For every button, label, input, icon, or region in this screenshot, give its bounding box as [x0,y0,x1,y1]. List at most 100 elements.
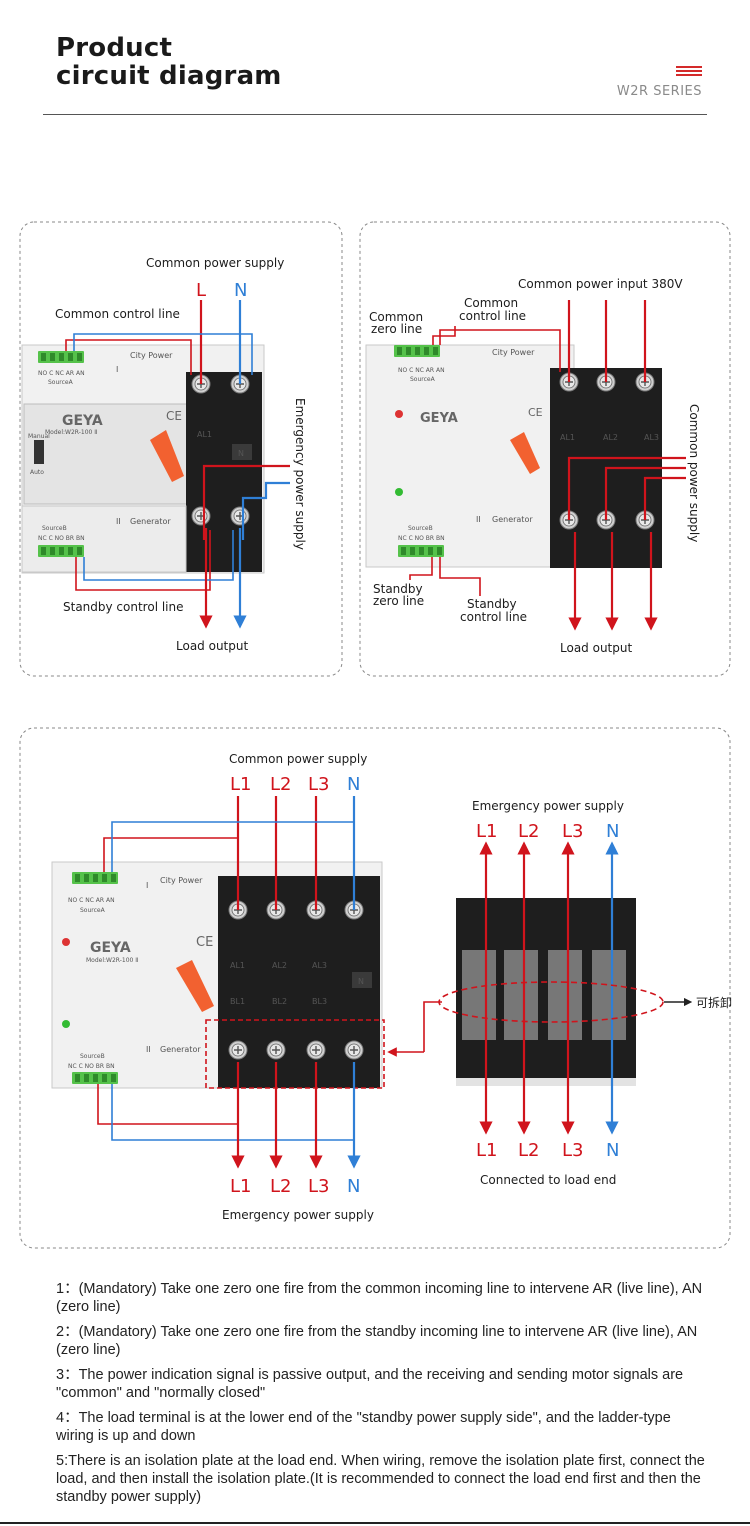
p2-emerg-1 [567,456,686,520]
p3-r-top-L2: L2 [518,821,539,842]
p1-source-b: SourceB [42,525,67,532]
p3-isolation-plate-outline [205,1019,385,1089]
p2-handle [510,432,540,474]
p3-top-L2: L2 [270,774,291,795]
p3-bot-L1: L1 [230,1176,251,1197]
p3-removable-label: 可拆卸 [696,995,732,1010]
p1-load-output-label: Load output [176,639,248,653]
p2-ce: CE [528,406,543,419]
p3-r-bot-L3: L3 [562,1140,583,1161]
p3-bl1: BL1 [230,997,245,1006]
panel-three-phase: Common power input 380V Common control l… [359,221,731,677]
p1-common-control-label: Common control line [55,307,180,321]
p1-roman-2: II [116,517,121,526]
p1-black-block [186,372,262,572]
p1-terminals-b: NC C NO BR BN [38,535,85,542]
bottom-divider [0,1522,750,1524]
p1-handle [150,430,184,482]
p3-bl3: BL3 [312,997,327,1006]
p3-r-bot-N: N [606,1140,619,1161]
p2-source-a: SourceA [410,376,436,383]
p2-al1: AL1 [560,433,575,442]
p2-terminals-b: NC C NO BR BN [398,535,445,542]
p3-led-b [62,1020,70,1028]
p2-standby-zero-1: Standby [373,582,423,596]
p3-al1: AL1 [230,961,245,970]
p1-auto: Auto [30,469,44,476]
title-line-2: circuit diagram [56,61,282,91]
p1-control-b-blue [83,530,234,581]
p2-device-body [365,344,575,568]
p1-emergency-label: Emergency power supply [293,398,307,550]
p1-terminal-b [38,545,84,557]
note-5: 5:There is an isolation plate at the loa… [56,1453,705,1505]
p3-ce: CE [196,935,213,950]
note-4: 4：The load terminal is at the lower end … [56,1410,671,1444]
p3-r-top-L1: L1 [476,821,497,842]
p3-emergency-top-label: Emergency power supply [472,799,624,813]
p3-r-bot-L2: L2 [518,1140,539,1161]
p3-bot-L3: L3 [308,1176,329,1197]
panel-single-phase: Common power supply L N Common control l… [19,221,343,677]
p2-standby-control-wire [439,557,481,596]
p2-emerg-3 [643,476,686,520]
p3-terminal-block-side [456,898,636,1086]
panel-3-border [19,727,731,1249]
p1-terminals-a: NO C NC AR AN [38,370,85,377]
note-2: 2：(Mandatory) Take one zero one fire fro… [56,1324,698,1358]
p3-screw-b1 [228,1040,248,1060]
p1-faceplate [23,403,189,505]
p3-top-L3: L3 [308,774,329,795]
p3-roman-2: II [146,1045,151,1054]
p1-device: NO C NC AR AN SourceA City Power I GEYA … [21,344,265,574]
p1-roman-1: I [116,365,118,374]
p2-common-control-wire [439,329,561,372]
p2-terminals-a: NO C NC AR AN [398,367,445,374]
p2-device: NO C NC AR AN SourceA City Power GEYA CE… [365,344,662,568]
p3-side-clamp-2 [504,950,538,1040]
p3-terminal-a [72,872,118,884]
p1-ce: CE [166,409,182,423]
p1-N-label: N [234,280,247,301]
p2-common-input-label: Common power input 380V [518,277,683,291]
p3-control-b-blue [111,1084,354,1141]
p3-side-clamp-3 [548,950,582,1040]
title-line-1: Product [56,33,173,63]
p3-terminals-b: NC C NO BR BN [68,1063,115,1070]
p2-al2: AL2 [603,433,618,442]
p2-common-zero-2: zero line [371,322,422,336]
p1-terminal-a [38,351,84,363]
p1-L-label: L [196,280,206,301]
p3-r-top-N: N [606,821,619,842]
p1-control-a-blue [73,333,253,375]
p2-load-output-label: Load output [560,641,632,655]
p3-roman-1: I [146,881,148,890]
p1-brand: GEYA [62,413,103,429]
p1-n-mark: N [238,449,244,458]
p3-common-supply-label: Common power supply [229,752,367,766]
header-divider [43,114,707,115]
p3-model: Model:W2R-100 Ⅱ [86,957,138,964]
p2-generator: Generator [492,515,533,524]
p2-source-b: SourceB [408,525,433,532]
p2-common-control-1: Common [464,296,518,310]
p3-handle [176,960,214,1012]
p3-top-N: N [347,774,360,795]
p1-city-power: City Power [130,351,173,360]
p2-city-power: City Power [492,348,535,357]
p3-n-box [352,972,372,988]
p3-brand: GEYA [90,940,131,956]
p3-led-a [62,938,70,946]
p3-emergency-bottom-label: Emergency power supply [222,1208,374,1222]
p3-screw-b4 [344,1040,364,1060]
p3-terminal-b [72,1072,118,1084]
p1-emergency-L [202,464,290,540]
header-decoration [676,66,702,78]
p2-standby-control-1: Standby [467,597,517,611]
p3-source-a: SourceA [80,907,106,914]
p1-lower-panel [21,505,187,573]
p2-led-b [395,488,403,496]
p3-city-power: City Power [160,876,203,885]
p1-screw-bot-l [191,506,211,526]
